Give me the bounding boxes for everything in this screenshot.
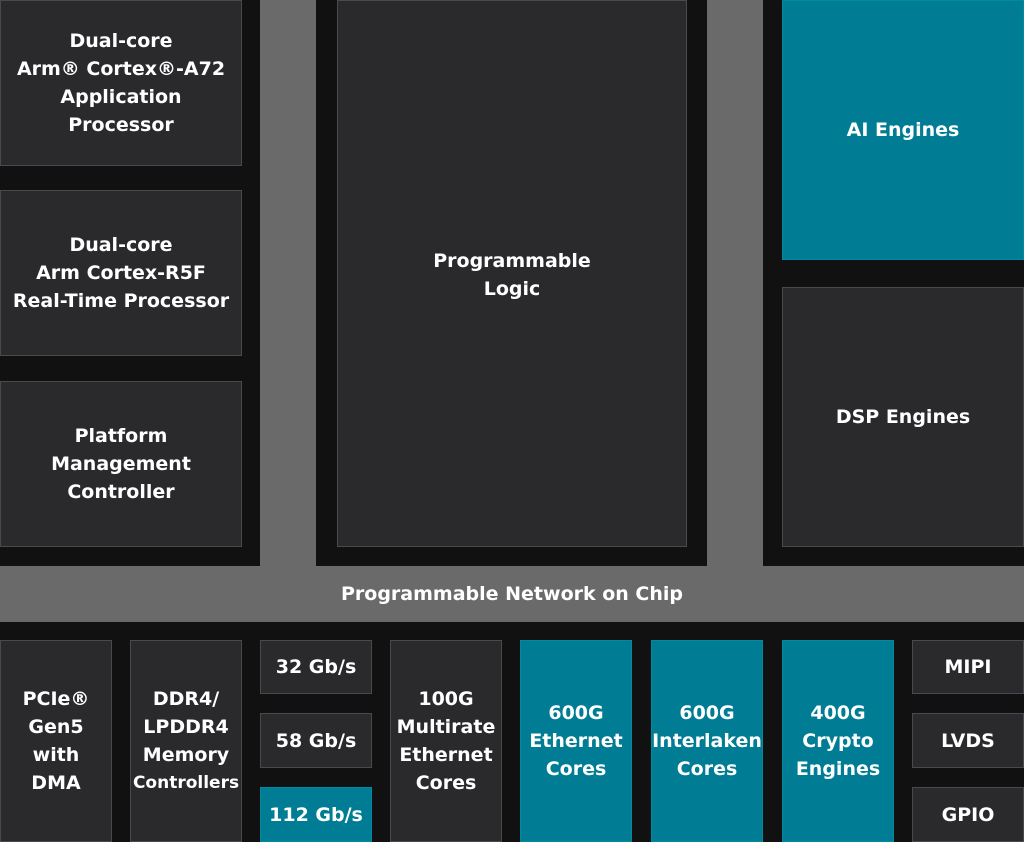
programmable-logic-block: Programmable Logic [337,0,687,547]
fabric-strip-right [707,0,763,566]
cortex-a72-block: Dual-core Arm® Cortex®-A72 Application P… [0,0,242,166]
pcie-block: PCIe® Gen5 with DMA [0,640,112,842]
ai-engines-block: AI Engines [782,0,1024,260]
ddr-memory-controllers-block: DDR4/ LPDDR4 Memory Controllers [130,640,242,842]
dsp-engines-block: DSP Engines [782,287,1024,547]
gpio-block: GPIO [912,787,1024,842]
pmc-block: Platform Management Controller [0,381,242,547]
ddr-controllers-label: Controllers [132,773,240,793]
fabric-strip-left [260,0,316,566]
ethernet-100g-block: 100G Multirate Ethernet Cores [390,640,502,842]
ddr-label: DDR4/ LPDDR4 Memory [142,688,230,766]
noc-band [0,566,1024,622]
serdes-58g-block: 58 Gb/s [260,713,372,768]
noc-label: Programmable Network on Chip [340,583,684,605]
ethernet-600g-block: 600G Ethernet Cores [520,640,632,842]
interlaken-600g-block: 600G Interlaken Cores [651,640,763,842]
lvds-block: LVDS [912,713,1024,768]
mipi-block: MIPI [912,640,1024,694]
crypto-400g-block: 400G Crypto Engines [782,640,894,842]
cortex-r5f-block: Dual-core Arm Cortex-R5F Real-Time Proce… [0,190,242,356]
serdes-112g-block: 112 Gb/s [260,787,372,842]
serdes-32g-block: 32 Gb/s [260,640,372,694]
